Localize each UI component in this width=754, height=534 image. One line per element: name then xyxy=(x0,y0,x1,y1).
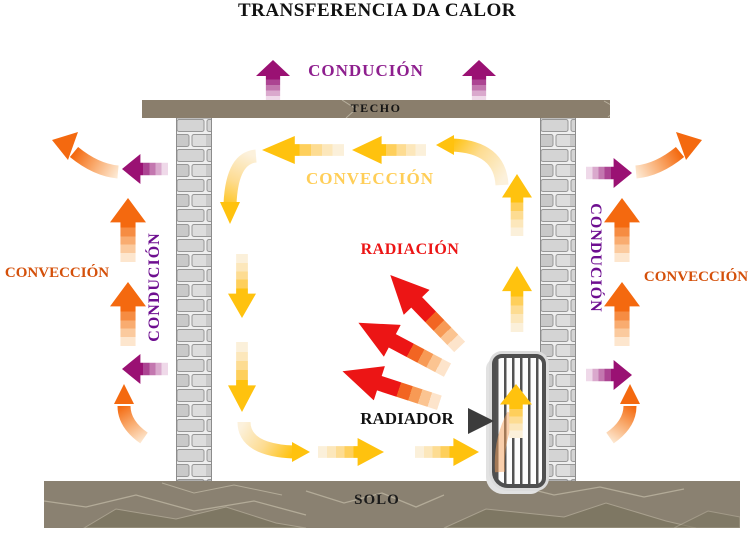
right-wall xyxy=(540,118,576,481)
convection-inner-arrow-right-2 xyxy=(415,438,479,466)
diagram-title: TRANSFERENCIA DA CALOR xyxy=(237,0,517,21)
ceiling-bar xyxy=(142,100,610,118)
radiation-label: RADIACIÓN xyxy=(360,241,460,258)
left-wall xyxy=(176,118,212,481)
conduction-right-wall-label: CONDUCIÓN xyxy=(587,203,604,313)
convection-inner-curve-top-right xyxy=(436,135,509,186)
conduction-arrow-right-wall-top xyxy=(586,158,632,188)
convection-outer-curve-top-right xyxy=(635,132,702,179)
conduction-arrow-up-ceiling-left xyxy=(256,60,290,102)
convection-right-label: CONVECCIÓN xyxy=(643,269,749,285)
conduction-top-label: CONDUCIÓN xyxy=(308,61,424,80)
radiator-label: RADIADOR xyxy=(360,409,454,428)
convection-inner-arrow-left-2 xyxy=(262,136,344,164)
convection-inner-arrow-down-1 xyxy=(228,254,256,318)
convection-inner-label: CONVECCIÓN xyxy=(305,169,435,188)
ceiling-cracks xyxy=(341,100,610,118)
convection-inner-arrow-right-1 xyxy=(318,438,384,466)
conduction-left-wall-label: CONDUCIÓN xyxy=(146,232,163,342)
convection-inner-curve-bottom-left xyxy=(237,421,310,462)
convection-outer-curve-bottom-left xyxy=(114,384,148,444)
convection-inner-arrow-up-right-mid xyxy=(502,266,532,332)
convection-outer-arrow-up-left-2 xyxy=(110,282,146,346)
convection-outer-arrow-up-right-1 xyxy=(604,198,640,262)
convection-outer-curve-bottom-right xyxy=(606,384,640,444)
convection-outer-arrow-up-left-1 xyxy=(110,198,146,262)
convection-inner-arrow-down-2 xyxy=(228,342,256,412)
floor-label: SOLO xyxy=(354,492,400,508)
convection-outer-arrow-up-right-2 xyxy=(604,282,640,346)
convection-inner-arrow-left-1 xyxy=(352,136,426,164)
conduction-arrow-up-ceiling-right xyxy=(462,60,496,102)
convection-left-label: CONVECCIÓN xyxy=(4,265,110,281)
conduction-arrow-left-wall-top xyxy=(122,154,168,184)
floor-bar xyxy=(44,481,740,528)
floor-cracks xyxy=(44,482,740,528)
convection-outer-curve-top-left xyxy=(52,132,119,179)
convection-inner-curve-top-left xyxy=(220,149,258,224)
ceiling-label: TECHO xyxy=(350,101,402,115)
